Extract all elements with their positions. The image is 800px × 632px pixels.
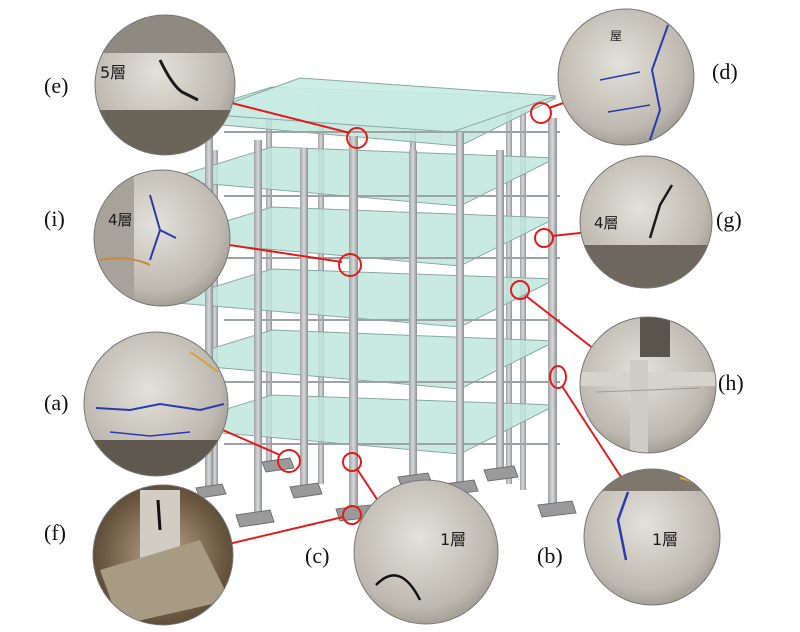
column [300,148,308,493]
photo-g: 4層 [580,156,712,288]
frame-structure [149,77,577,528]
photo-c: 1層 [354,480,498,624]
label-c: (c) [305,543,329,568]
svg-text:4層: 4層 [594,214,619,232]
column [456,132,464,487]
column [349,136,358,512]
column [254,140,262,520]
column [520,110,526,490]
photo-e: 5層 [95,15,235,155]
marker-a [277,449,301,473]
label-a: (a) [44,390,68,415]
label-h: (h) [718,370,744,395]
photo-d: 屋 [558,9,694,145]
marker-c [342,452,362,472]
marker-h-bottom [549,365,567,389]
svg-text:1層: 1層 [652,530,678,549]
svg-text:5層: 5層 [100,63,126,82]
column [205,130,213,490]
photo-f [93,485,233,625]
label-f: (f) [44,520,66,545]
svg-text:屋: 屋 [610,29,622,43]
beams [224,131,560,445]
column [496,150,504,475]
location-markers [277,102,567,525]
label-b: (b) [537,543,563,568]
photo-h [580,317,716,453]
marker-f [342,505,362,525]
arrow-b [561,385,633,496]
panel-labels: (e) (i) (a) (f) (c) (b) (d) (g) (h) [44,59,744,568]
column [548,118,557,508]
column [212,150,218,495]
label-g: (g) [716,207,742,232]
marker-g [534,228,554,248]
svg-text:1層: 1層 [440,530,466,549]
marker-i [338,253,362,277]
label-d: (d) [712,59,738,84]
photo-a [84,332,228,476]
marker-h-top [510,280,530,300]
photo-i: 4層 [94,170,230,306]
label-e: (e) [44,73,68,98]
front-columns [205,118,557,520]
marker-d [530,102,552,124]
svg-text:4層: 4層 [108,211,133,229]
column [409,150,417,480]
marker-e [346,127,368,149]
label-i: (i) [44,206,65,231]
photo-b: 1層 [584,469,720,605]
